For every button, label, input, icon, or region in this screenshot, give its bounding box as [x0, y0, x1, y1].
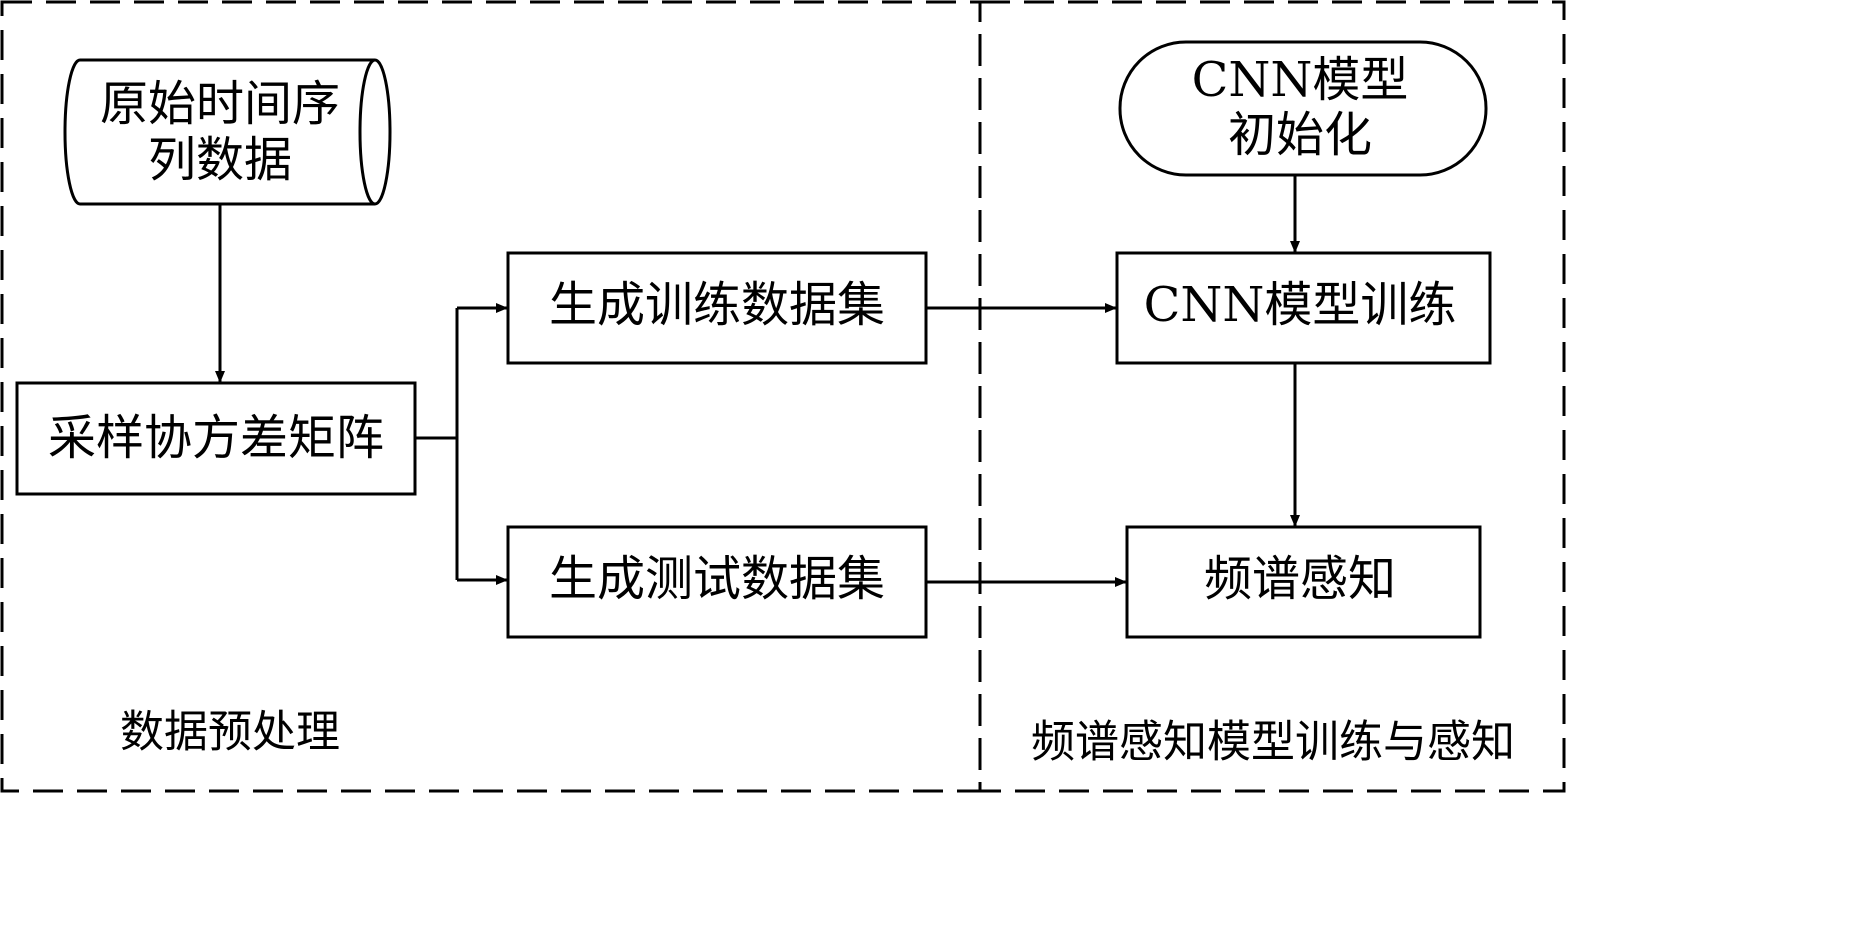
train-set-label: 生成训练数据集: [549, 277, 885, 333]
training-region: [978, 0, 1566, 793]
raw-data-label-line1: 原始时间序: [100, 76, 340, 132]
training-region-label: 频谱感知模型训练与感知: [1031, 717, 1515, 768]
flowchart: 原始时间序 列数据 采样协方差矩阵 生成训练数据集 生成测试数据集 CNN模型 …: [0, 0, 1566, 793]
cnn-init-node: CNN模型 初始化: [1118, 40, 1488, 177]
covariance-node: 采样协方差矩阵: [15, 381, 417, 496]
train-set-node: 生成训练数据集: [506, 251, 928, 365]
sensing-node: 频谱感知: [1125, 525, 1482, 639]
raw-data-label-line2: 列数据: [148, 132, 292, 188]
flowchart-canvas: 原始时间序 列数据 采样协方差矩阵 生成训练数据集 生成测试数据集 CNN模型 …: [0, 0, 1566, 793]
preprocessing-region-label: 数据预处理: [120, 707, 340, 758]
test-set-node: 生成测试数据集: [506, 525, 928, 639]
covariance-label: 采样协方差矩阵: [48, 410, 384, 466]
cnn-train-label: CNN模型训练: [1144, 277, 1457, 333]
raw-data-node: 原始时间序 列数据: [63, 58, 392, 206]
cnn-init-label-line2: 初始化: [1228, 107, 1372, 163]
cnn-init-label-line1: CNN模型: [1192, 52, 1409, 108]
cnn-train-node: CNN模型训练: [1115, 251, 1492, 365]
sensing-label: 频谱感知: [1204, 551, 1396, 607]
test-set-label: 生成测试数据集: [549, 551, 885, 607]
